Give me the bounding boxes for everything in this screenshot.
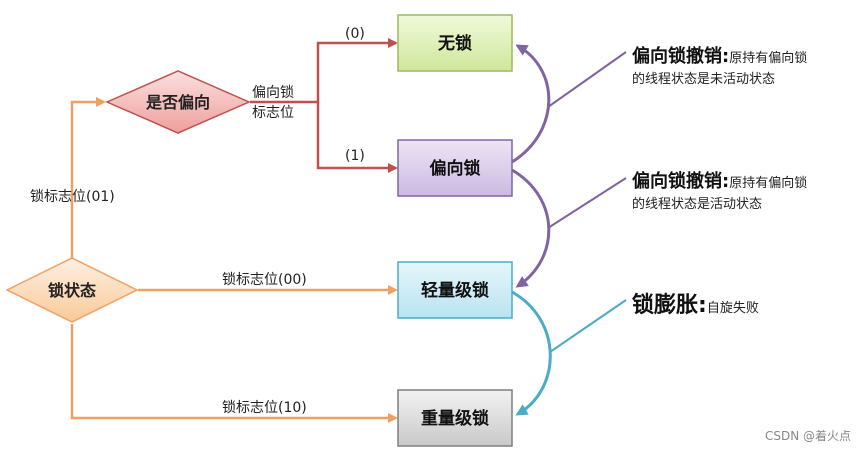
leader-inflate: [549, 299, 627, 353]
note-inflate-title: 锁膨胀:: [632, 292, 707, 318]
label-flag-00: 锁标志位(00): [222, 272, 307, 288]
note-revoke-inactive-title: 偏向锁撤销:: [632, 45, 729, 67]
note-revoke-inactive-line1: 原持有偏向锁: [729, 50, 807, 66]
svg-text:偏向锁撤销:原持有偏向锁: 偏向锁撤销:原持有偏向锁: [632, 45, 807, 67]
note-revoke-active-title: 偏向锁撤销:: [632, 170, 729, 192]
svg-text:锁膨胀:自旋失败: 锁膨胀:自旋失败: [632, 292, 759, 318]
curve-biased-to-nolock: [511, 44, 551, 164]
note-revoke-active-line2: 的线程状态是活动状态: [632, 196, 762, 212]
node-no-lock-label: 无锁: [437, 33, 472, 54]
decision-is-biased-label: 是否偏向: [145, 93, 210, 112]
label-biased-flag-2: 标志位: [252, 105, 294, 121]
node-heavyweight-lock: 重量级锁: [397, 389, 513, 447]
label-flag-10: 锁标志位(10): [222, 400, 307, 416]
note-inflate-text: 自旋失败: [707, 301, 759, 316]
svg-text:偏向锁撤销:原持有偏向锁: 偏向锁撤销:原持有偏向锁: [632, 170, 807, 192]
decision-lock-state: 锁状态: [5, 257, 139, 323]
edge-isbiased-to-biased: [316, 102, 398, 173]
label-zero: (0): [345, 26, 365, 42]
node-no-lock: 无锁: [397, 14, 513, 72]
curve-biased-to-lightweight: [511, 168, 551, 288]
node-lightweight-lock-label: 轻量级锁: [421, 280, 489, 301]
edge-state-to-heavyweight: [70, 324, 398, 423]
note-inflate: 锁膨胀:自旋失败: [632, 292, 759, 318]
node-biased-lock-label: 偏向锁: [430, 158, 481, 179]
leader-revoke2: [547, 177, 627, 229]
node-biased-lock: 偏向锁: [397, 139, 513, 197]
note-revoke-inactive: 偏向锁撤销:原持有偏向锁 的线程状态是未活动状态: [632, 45, 807, 87]
edge-state-to-isbiased: [70, 97, 106, 262]
note-revoke-active: 偏向锁撤销:原持有偏向锁 的线程状态是活动状态: [632, 170, 807, 212]
decision-is-biased: 是否偏向: [105, 70, 251, 134]
note-revoke-inactive-line2: 的线程状态是未活动状态: [632, 71, 775, 87]
note-revoke-active-line1: 原持有偏向锁: [729, 175, 807, 191]
node-lightweight-lock: 轻量级锁: [397, 261, 513, 319]
node-heavyweight-lock-label: 重量级锁: [421, 408, 489, 429]
decision-lock-state-label: 锁状态: [48, 281, 96, 300]
watermark: CSDN @着火点: [765, 428, 851, 443]
leader-revoke1: [547, 51, 627, 108]
label-flag-01: 锁标志位(01): [30, 189, 115, 205]
label-one: (1): [345, 148, 365, 164]
edge-isbiased-to-nolock: [316, 38, 398, 102]
label-biased-flag-1: 偏向锁: [252, 85, 294, 101]
curve-lightweight-to-heavyweight: [511, 290, 552, 416]
